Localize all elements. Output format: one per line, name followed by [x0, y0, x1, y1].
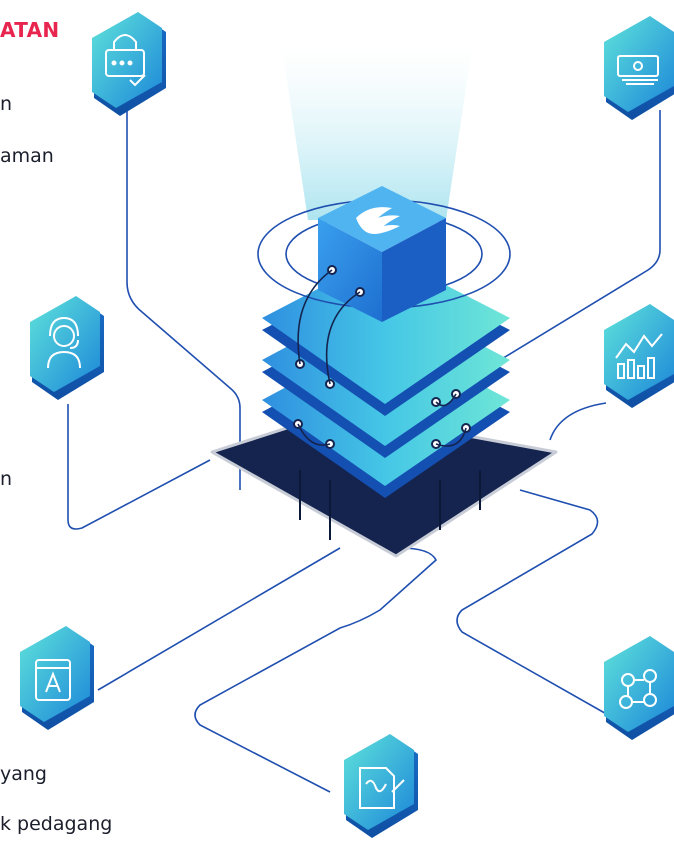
- network-people-tile: [604, 636, 674, 740]
- text-fragment-3: n: [0, 468, 13, 490]
- text-fragment-2: aman: [0, 145, 54, 167]
- text-fragment-4: yang: [0, 763, 47, 785]
- money-transfer-icon: [617, 55, 659, 85]
- connection-wires: [67, 106, 661, 793]
- light-beam: [282, 48, 472, 220]
- lock-password-tile: [92, 12, 166, 116]
- network-people-icon: [619, 669, 657, 709]
- dictionary-book-tile: [20, 626, 94, 730]
- dictionary-book-icon: [35, 659, 71, 701]
- logo-wings-icon: [356, 207, 400, 234]
- analytics-chart-icon: [615, 333, 663, 379]
- lock-password-icon: [105, 34, 146, 87]
- text-fragment-5: k pedagang: [0, 813, 113, 835]
- section-heading: ATAN: [0, 18, 60, 42]
- text-fragment-1: n: [0, 93, 13, 115]
- document-sign-icon: [359, 767, 405, 809]
- customer-support-tile: [30, 296, 104, 400]
- document-sign-tile: [344, 734, 418, 838]
- money-transfer-tile: [604, 16, 674, 120]
- customer-support-icon: [47, 316, 81, 369]
- analytics-chart-tile: [604, 304, 674, 408]
